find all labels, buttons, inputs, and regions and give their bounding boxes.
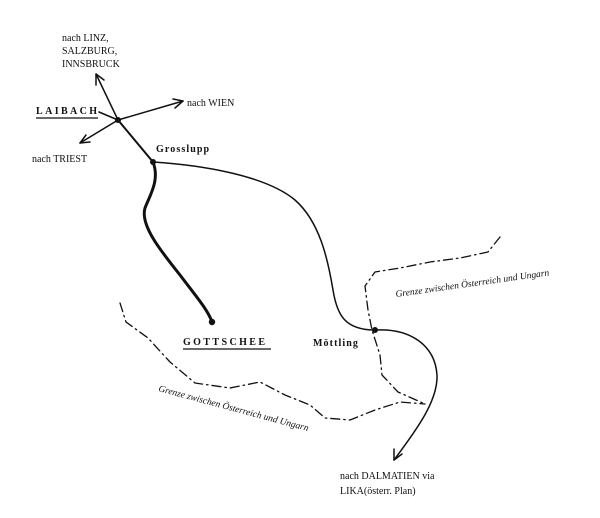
arrowhead-south bbox=[393, 448, 403, 461]
laibach-dot bbox=[115, 117, 121, 123]
destination-south-line-2: LIKA(österr. Plan) bbox=[340, 486, 416, 497]
destination-south-line-1: nach DALMATIEN via bbox=[340, 471, 435, 482]
route-laibach-grosslupp bbox=[117, 119, 154, 163]
arrowhead-east bbox=[172, 98, 184, 109]
place-moettling-label: Möttling bbox=[313, 338, 359, 349]
place-laibach-label: LAIBACH bbox=[36, 106, 99, 117]
border-label-upper: Grenze zwischen Österreich und Ungarn bbox=[395, 266, 550, 299]
moettling-dot bbox=[372, 327, 378, 333]
place-grosslupp-label: Grosslupp bbox=[156, 144, 210, 155]
arrowhead-north bbox=[95, 73, 105, 86]
grosslupp-dot bbox=[150, 159, 156, 165]
route-grosslupp-gottschee bbox=[142, 160, 214, 324]
arrow-north bbox=[95, 73, 119, 121]
route-laibach-connector bbox=[98, 111, 119, 121]
route-moettling-dalmatien bbox=[374, 329, 438, 461]
arrow-east bbox=[117, 98, 184, 121]
arrowhead-west bbox=[79, 134, 91, 144]
border-label-lower: Grenze zwischen Österreich und Ungarn bbox=[157, 382, 310, 434]
place-gottschee-label: GOTTSCHEE bbox=[183, 337, 267, 348]
destination-west-label: nach TRIEST bbox=[32, 154, 87, 165]
arrow-west bbox=[79, 119, 119, 144]
destination-north-line-1: nach LINZ, bbox=[62, 33, 109, 44]
destination-north-line-3: INNSBRUCK bbox=[62, 59, 121, 70]
route-grosslupp-moettling bbox=[152, 161, 376, 331]
destination-east-label: nach WIEN bbox=[187, 98, 234, 109]
border-line-lower bbox=[119, 302, 426, 421]
gottschee-dot bbox=[208, 318, 216, 326]
destination-north-line-2: SALZBURG, bbox=[62, 46, 117, 57]
border-line-upper bbox=[364, 236, 501, 405]
